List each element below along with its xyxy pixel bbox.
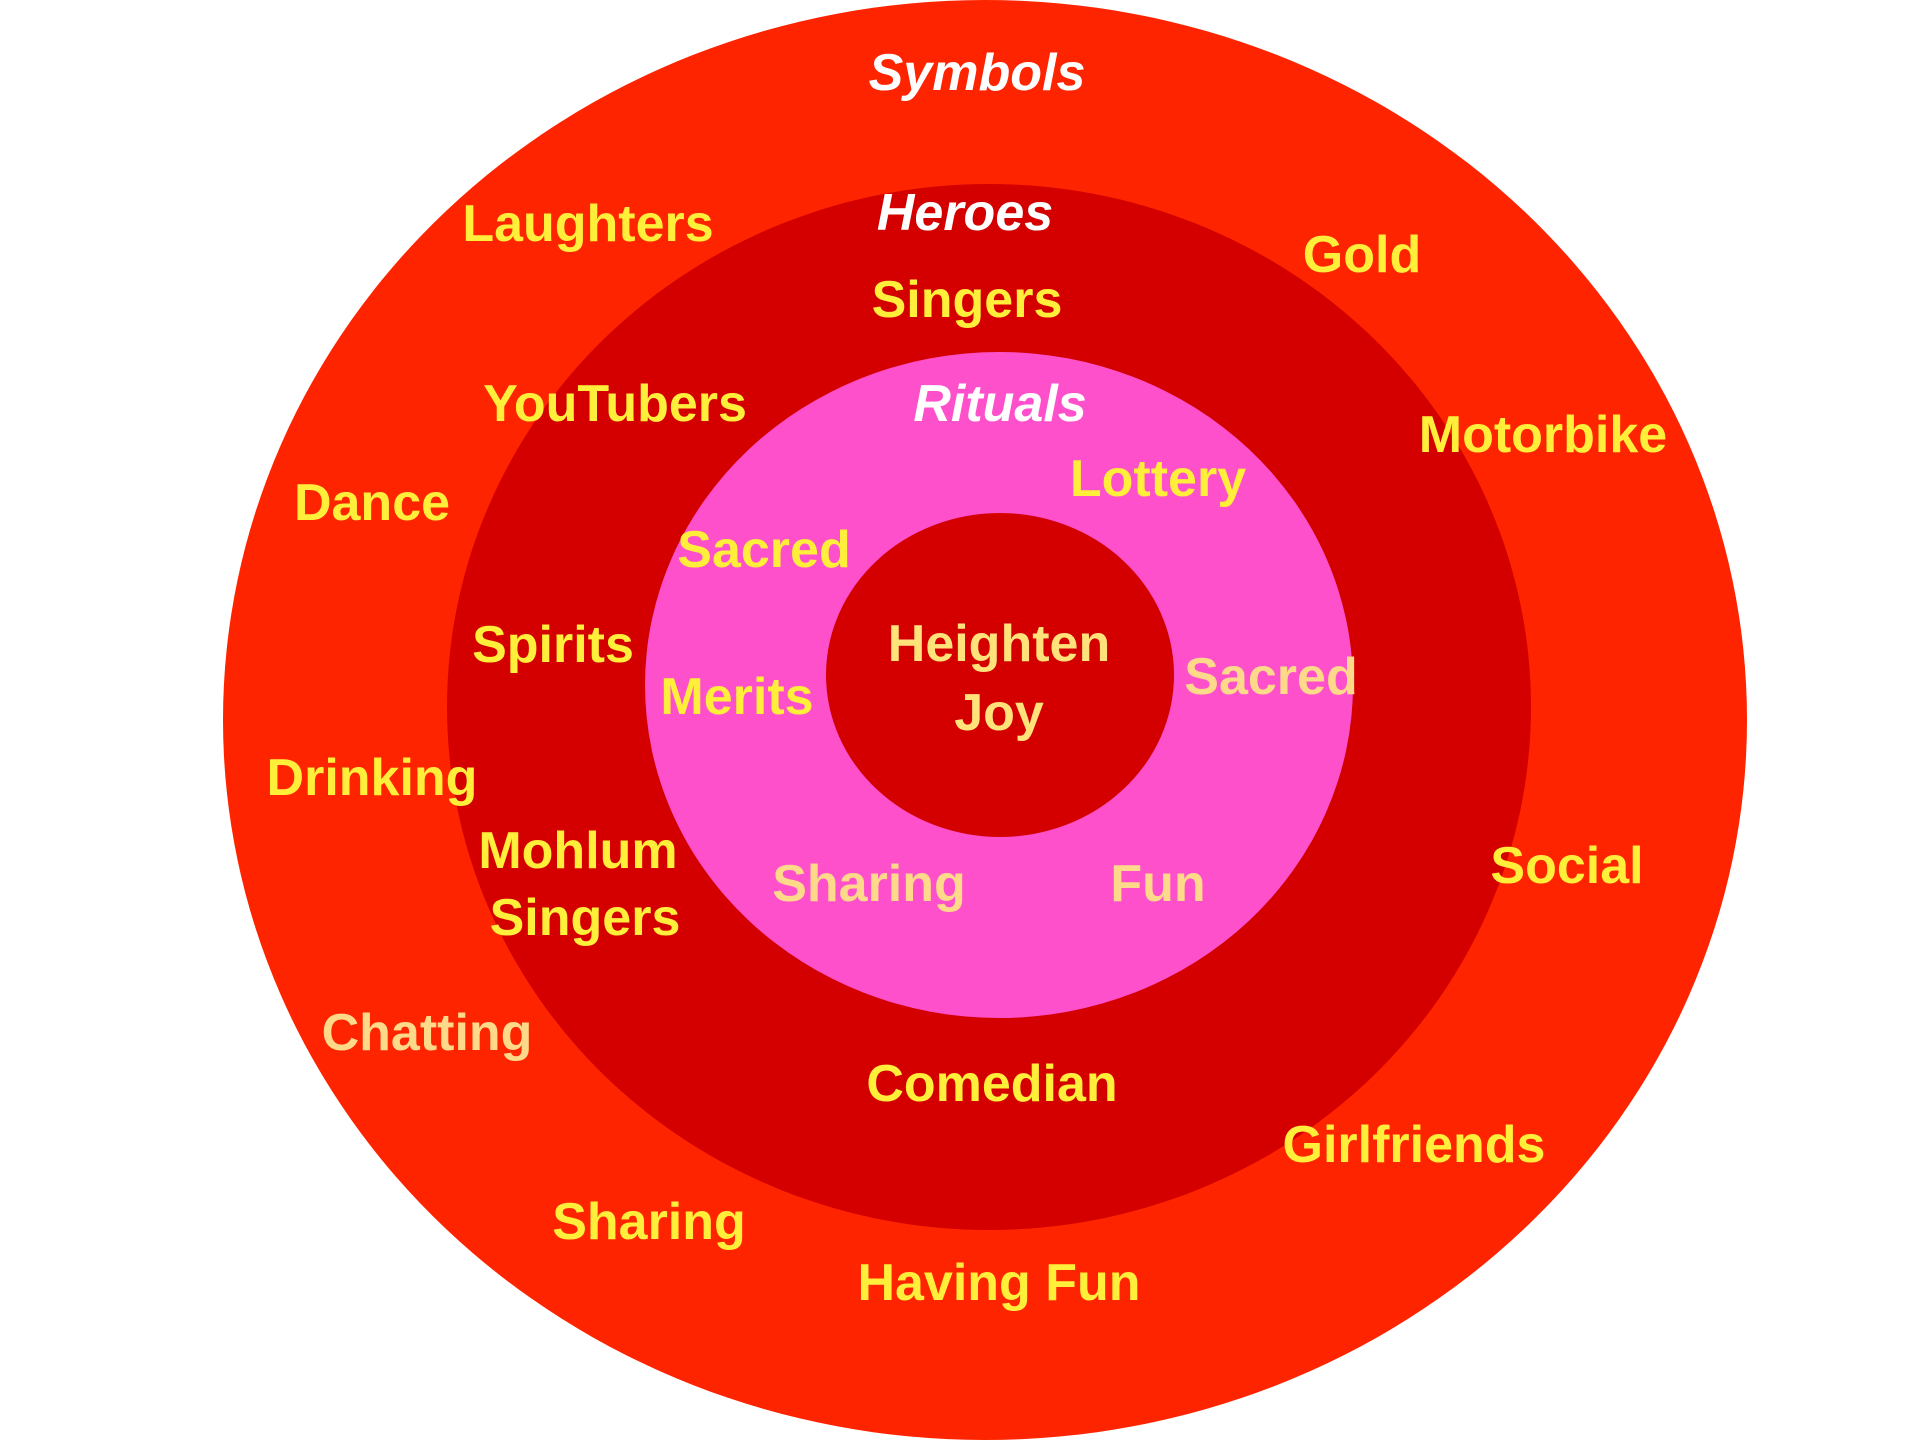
values-core — [826, 513, 1174, 837]
hero-label: YouTubers — [483, 375, 747, 433]
symbol-label: Social — [1490, 837, 1643, 895]
symbol-label: Girlfriends — [1283, 1116, 1546, 1174]
symbol-label: Chatting — [322, 1004, 533, 1062]
hero-label: Spirits — [472, 616, 634, 674]
ritual-label: Sacred — [1184, 648, 1357, 706]
symbol-label: Sharing — [552, 1193, 746, 1251]
hero-label: Singers — [490, 889, 681, 947]
symbol-label: Dance — [294, 474, 450, 532]
rituals-title: Rituals — [913, 375, 1086, 433]
symbol-label: Gold — [1303, 226, 1421, 284]
ritual-label: Fun — [1110, 855, 1205, 913]
hero-label: Singers — [872, 271, 1063, 329]
value-label: Heighten — [888, 615, 1110, 673]
hero-label: Mohlum — [478, 822, 677, 880]
ritual-label: Sacred — [677, 521, 850, 579]
symbols-title: Symbols — [869, 44, 1086, 102]
symbol-label: Laughters — [462, 195, 713, 253]
ritual-label: Lottery — [1070, 450, 1246, 508]
symbol-label: Drinking — [267, 749, 478, 807]
value-label: Joy — [954, 684, 1044, 742]
symbol-label: Having Fun — [857, 1254, 1140, 1312]
symbol-label: Motorbike — [1419, 406, 1667, 464]
ritual-label: Merits — [660, 668, 813, 726]
hero-label: Comedian — [866, 1055, 1117, 1113]
heroes-title: Heroes — [877, 184, 1053, 242]
ritual-label: Sharing — [772, 855, 966, 913]
